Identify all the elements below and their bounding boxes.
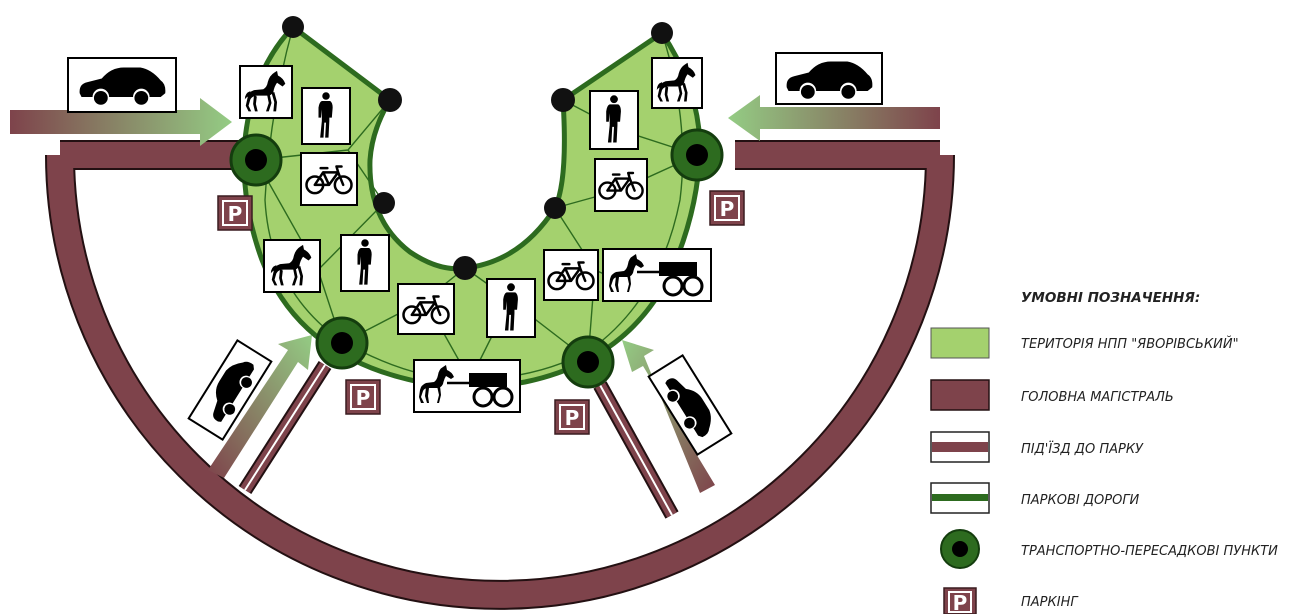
car-icon	[647, 354, 733, 456]
horse-icon	[239, 65, 293, 119]
legend: УМОВНІ ПОЗНАЧЕННЯ: ТЕРИТОРІЯ НПП "ЯВОРІВ…	[930, 290, 1278, 614]
territory-nodes	[282, 16, 673, 280]
parking-sign-bottom-right: P	[554, 399, 590, 435]
horse-cart-icon	[602, 248, 712, 302]
parking-sign-label: P	[228, 202, 243, 226]
parking-sign-label: P	[565, 406, 580, 430]
pedestrian-icon	[486, 278, 536, 338]
horse-cart-icon	[413, 359, 521, 413]
pedestrian-icon	[340, 234, 390, 292]
arrow-bottom-right	[622, 340, 715, 493]
access-roads	[238, 360, 679, 519]
car-icon	[775, 52, 883, 105]
transfer-point-bottom-left	[315, 316, 369, 370]
parking-sign-label: P	[720, 197, 735, 221]
legend-label: ГОЛОВНА МАГІСТРАЛЬ	[1021, 390, 1174, 405]
legend-label: ТЕРИТОРІЯ НПП "ЯВОРІВСЬКИЙ"	[1021, 336, 1239, 352]
arrow-right-top	[728, 95, 940, 141]
legend-item-parking: P ПАРКІНГ	[943, 587, 1079, 614]
bicycle-icon	[543, 249, 599, 301]
legend-item-territory: ТЕРИТОРІЯ НПП "ЯВОРІВСЬКИЙ"	[930, 327, 1239, 359]
parking-sign-label: P	[953, 591, 968, 614]
legend-item-main-road: ГОЛОВНА МАГІСТРАЛЬ	[930, 379, 1174, 411]
car-icon	[187, 339, 273, 441]
pedestrian-icon	[301, 87, 351, 145]
parking-sign-right-top: P	[709, 190, 745, 226]
legend-label: ТРАНСПОРТНО-ПЕРЕСАДКОВІ ПУНКТИ	[1021, 544, 1278, 559]
bicycle-icon	[397, 283, 455, 335]
legend-label: ПІД'ЇЗД ДО ПАРКУ	[1021, 441, 1144, 457]
pedestrian-icon	[589, 90, 639, 150]
legend-title: УМОВНІ ПОЗНАЧЕННЯ:	[1021, 290, 1200, 306]
transfer-point-right-top	[670, 128, 724, 182]
bicycle-icon	[300, 152, 358, 206]
parking-sign-label: P	[356, 386, 371, 410]
car-icon	[67, 57, 177, 113]
legend-item-access-road: ПІД'ЇЗД ДО ПАРКУ	[930, 431, 1144, 463]
horse-icon	[263, 239, 321, 293]
legend-item-transfer-points: ТРАНСПОРТНО-ПЕРЕСАДКОВІ ПУНКТИ	[940, 529, 1278, 569]
legend-label: ПАРКІНГ	[1021, 595, 1079, 610]
arrow-bottom-left	[208, 335, 312, 478]
bicycle-icon	[594, 158, 648, 212]
parking-sign-left-top: P	[217, 195, 253, 231]
legend-item-park-roads: ПАРКОВІ ДОРОГИ	[930, 482, 1140, 514]
transfer-point-bottom-right	[561, 335, 615, 389]
legend-label: ПАРКОВІ ДОРОГИ	[1021, 493, 1140, 508]
transfer-point-left-top	[229, 133, 283, 187]
parking-sign-bottom-left: P	[345, 379, 381, 415]
horse-icon	[651, 57, 703, 109]
